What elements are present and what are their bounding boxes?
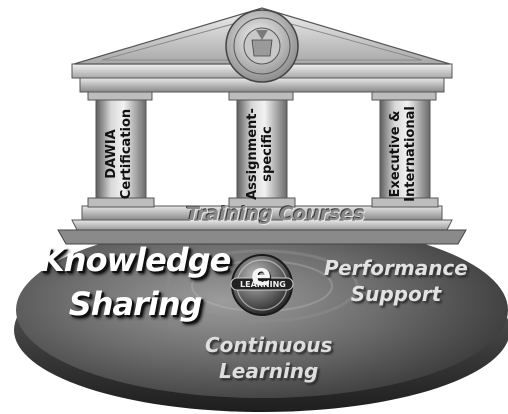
continuous-line1: Continuous: [205, 333, 333, 357]
pillar-label-assignment: Assignment- specific: [245, 104, 277, 204]
performance-line2: Support: [350, 282, 442, 306]
elearning-letter: e: [251, 258, 272, 293]
pillar-dawia-line2: Certification: [119, 108, 134, 200]
knowledge-line1: Knowledge: [40, 241, 231, 279]
performance-support-label: Performance Support: [324, 255, 468, 307]
pillar-label-executive: Executive & International: [388, 104, 420, 204]
pillar-executive-line1: Executive &: [388, 110, 403, 198]
pillar-executive-line2: International: [403, 106, 418, 202]
pillar-dawia-line1: DAWIA: [104, 129, 119, 179]
performance-line1: Performance: [324, 256, 468, 280]
knowledge-sharing-label: Knowledge Sharing: [40, 238, 231, 326]
knowledge-line2: Sharing: [68, 285, 203, 323]
column-assignment: [228, 91, 296, 208]
pillar-label-dawia: DAWIA Certification: [104, 104, 136, 204]
elearning-emblem: [230, 254, 294, 316]
pillar-assignment-line1: Assignment-: [245, 108, 260, 200]
pillar-assignment-line2: specific: [260, 126, 275, 182]
continuous-learning-label: Continuous Learning: [205, 332, 332, 384]
column-dawia: [87, 91, 155, 208]
continuous-line2: Learning: [219, 359, 319, 383]
university-seal: [225, 9, 299, 83]
column-executive: [371, 91, 439, 208]
elearning-text: LEARNING: [240, 280, 286, 289]
training-courses-label: Training Courses: [186, 203, 365, 225]
